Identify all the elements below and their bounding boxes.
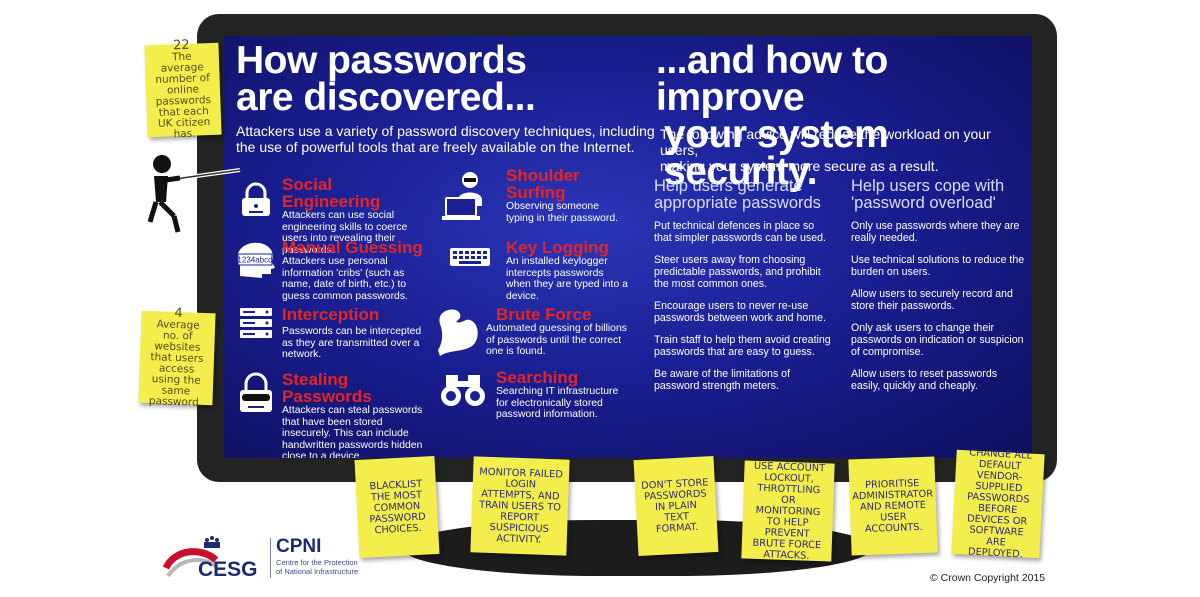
keyboard-icon (450, 248, 490, 271)
right-title: ...and how to improve your system securi… (656, 39, 1032, 193)
list-item: Use technical solutions to reduce the bu… (851, 254, 1025, 278)
technique-searching: Searching Searching IT infrastructure fo… (496, 368, 619, 420)
right-title-line2: your system security. (664, 113, 889, 193)
left-title-line1: How passwords (236, 39, 527, 82)
technique-manual-guessing: Manual Guessing Attackers use personal i… (282, 238, 423, 302)
spy-laptop-icon (442, 170, 492, 227)
cesg-logo (160, 534, 270, 589)
col-password-overload: Help users cope with 'password overload'… (851, 178, 1029, 402)
right-title-line1: ...and how to improve (656, 39, 888, 119)
server-icon (238, 306, 274, 345)
sticky-note-account-lockout: Use account lockout, throttling or monit… (741, 460, 835, 562)
list-item: Train staff to help them avoid creating … (654, 334, 831, 358)
sticky-note-plain-text: Don't store passwords in plain text form… (633, 455, 719, 557)
masked-padlock-icon (236, 372, 276, 419)
logo-divider (270, 538, 271, 578)
cpni-logo: CPNI Centre for the Protection of Nation… (276, 536, 359, 576)
flexed-arm-icon (436, 306, 482, 363)
list-item: Put technical defences in place so that … (654, 220, 826, 244)
list-item: Only use passwords where they are really… (851, 220, 1020, 244)
padlock-icon (238, 182, 274, 223)
sticky-note-websites-same-password: 4 Average no. of websites that users acc… (138, 306, 216, 409)
left-title-line2: are discovered... (236, 76, 536, 119)
monitor-screen: How passwords are discovered... Attacker… (224, 36, 1032, 458)
col2-heading: Help users cope with 'password overload' (851, 177, 1005, 212)
list-item: Allow users to reset passwords easily, q… (851, 368, 998, 392)
presenter-figure-icon (140, 150, 250, 245)
binoculars-icon (440, 373, 486, 412)
technique-brute-force: Brute Force Automated guessing of billio… (486, 305, 627, 357)
col-generate-passwords: Help users generate appropriate password… (654, 178, 834, 402)
sticky-note-average-passwords: 22 The average number of online password… (144, 38, 222, 140)
copyright-text: © Crown Copyright 2015 (930, 572, 1046, 584)
head-icon-text: 1234abcd (237, 256, 272, 265)
list-item: Steer users away from choosing predictab… (654, 254, 821, 290)
technique-key-logging: Key Logging An installed keylogger inter… (506, 238, 628, 302)
sticky-note-prioritise-admin: Prioritise administrator and remote user… (848, 456, 938, 556)
technique-interception: Interception Passwords can be intercepte… (282, 305, 422, 360)
technique-stealing-passwords: Stealing Passwords Attackers can steal p… (282, 370, 423, 458)
sticky-note-monitor-logins: Monitor failed login attempts, and train… (470, 456, 570, 556)
left-subtitle: Attackers use a variety of password disc… (236, 123, 655, 155)
col1-heading: Help users generate appropriate password… (654, 177, 821, 212)
technique-shoulder-surfing: Shoulder Surfing Observing someone typin… (506, 166, 619, 224)
sticky-note-change-defaults: Change all default vendor-supplied passw… (951, 447, 1045, 560)
head-icon: 1234abcd (234, 240, 278, 283)
right-subtitle: The following advice will reduce the wor… (660, 126, 991, 174)
list-item: Allow users to securely record and store… (851, 288, 1013, 312)
list-item: Only ask users to change their passwords… (851, 322, 1024, 358)
cesg-text: CESG (198, 558, 258, 581)
left-title: How passwords are discovered... (236, 39, 536, 119)
technique-social-engineering: Social Engineering Attackers can use soc… (282, 175, 408, 256)
list-item: Be aware of the limitations of password … (654, 368, 791, 392)
list-item: Encourage users to never re-use password… (654, 300, 826, 324)
sticky-note-blacklist: Blacklist the most common password choic… (354, 455, 440, 559)
